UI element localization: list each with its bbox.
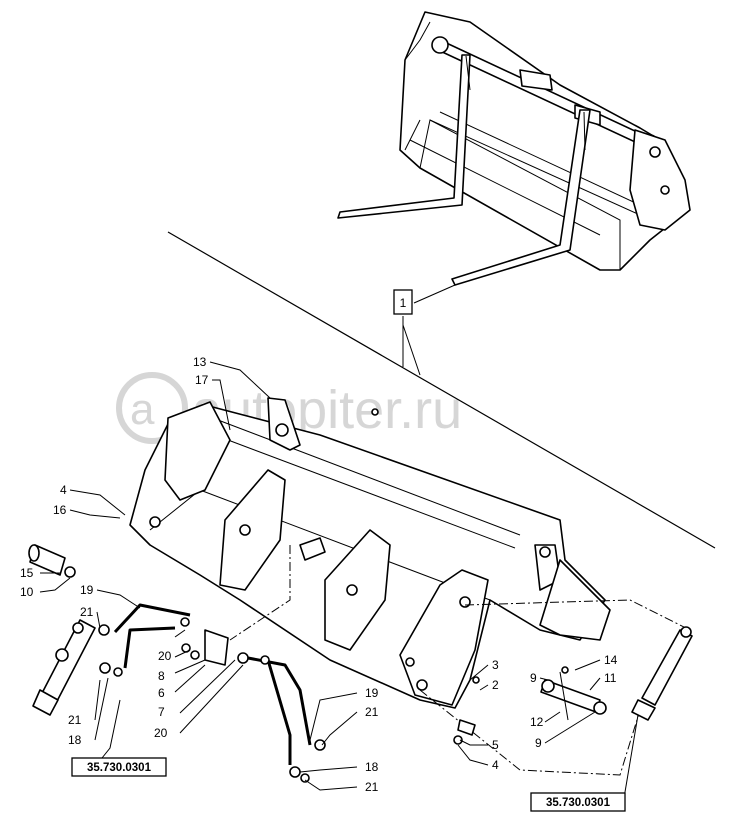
- part-label-19: 19: [80, 583, 94, 597]
- fork-attachment-drawing: [337, 11, 691, 286]
- part-label-5: 5: [492, 738, 499, 752]
- part-label-12: 12: [530, 715, 544, 729]
- hydraulic-cylinder-left: [32, 619, 96, 716]
- part-label-15: 15: [20, 566, 34, 580]
- part-label-20: 20: [154, 726, 168, 740]
- part-label-7: 7: [158, 705, 165, 719]
- watermark-logo-icon: [116, 372, 188, 444]
- part-label-3: 3: [492, 658, 499, 672]
- reference-box-left[interactable]: 35.730.0301: [71, 757, 167, 777]
- pin-15: [28, 544, 76, 578]
- part-label-21: 21: [80, 605, 94, 619]
- hoses-middle: [237, 652, 326, 783]
- part-label-6: 6: [158, 686, 165, 700]
- part-label-17: 17: [195, 373, 209, 387]
- part-label-16: 16: [53, 503, 67, 517]
- part-label-1: 1: [400, 296, 407, 310]
- part-labels: 13 17 4 16 15 10 19 21 20 8 6 7 21 18 20…: [20, 355, 618, 794]
- reference-box-right[interactable]: 35.730.0301: [530, 792, 626, 812]
- watermark-logo-glyph: a: [130, 385, 155, 434]
- part-label-4: 4: [492, 758, 499, 772]
- part-label-19: 19: [365, 686, 379, 700]
- part-label-8: 8: [158, 669, 165, 683]
- hoses-left: [98, 603, 229, 677]
- part-label-18: 18: [68, 733, 82, 747]
- part-label-14: 14: [604, 653, 618, 667]
- part-label-13: 13: [193, 355, 207, 369]
- part-label-10: 10: [20, 585, 34, 599]
- part-label-21: 21: [365, 780, 379, 794]
- bucket-drawing: [129, 397, 611, 709]
- reference-label-left: 35.730.0301: [87, 762, 152, 774]
- leader-lines: [39, 361, 639, 799]
- part-label-21: 21: [365, 705, 379, 719]
- part-label-20: 20: [158, 649, 172, 663]
- callout-1: 1: [393, 284, 456, 376]
- part-label-21: 21: [68, 713, 82, 727]
- part-label-18: 18: [365, 760, 379, 774]
- part-label-4: 4: [60, 483, 67, 497]
- reference-label-right: 35.730.0301: [546, 797, 611, 809]
- hydraulic-cylinder-right: [453, 626, 693, 745]
- part-label-11: 11: [604, 671, 617, 685]
- part-label-9: 9: [535, 736, 542, 750]
- part-label-2: 2: [492, 678, 499, 692]
- separator-line: [167, 231, 716, 549]
- part-label-9: 9: [530, 671, 537, 685]
